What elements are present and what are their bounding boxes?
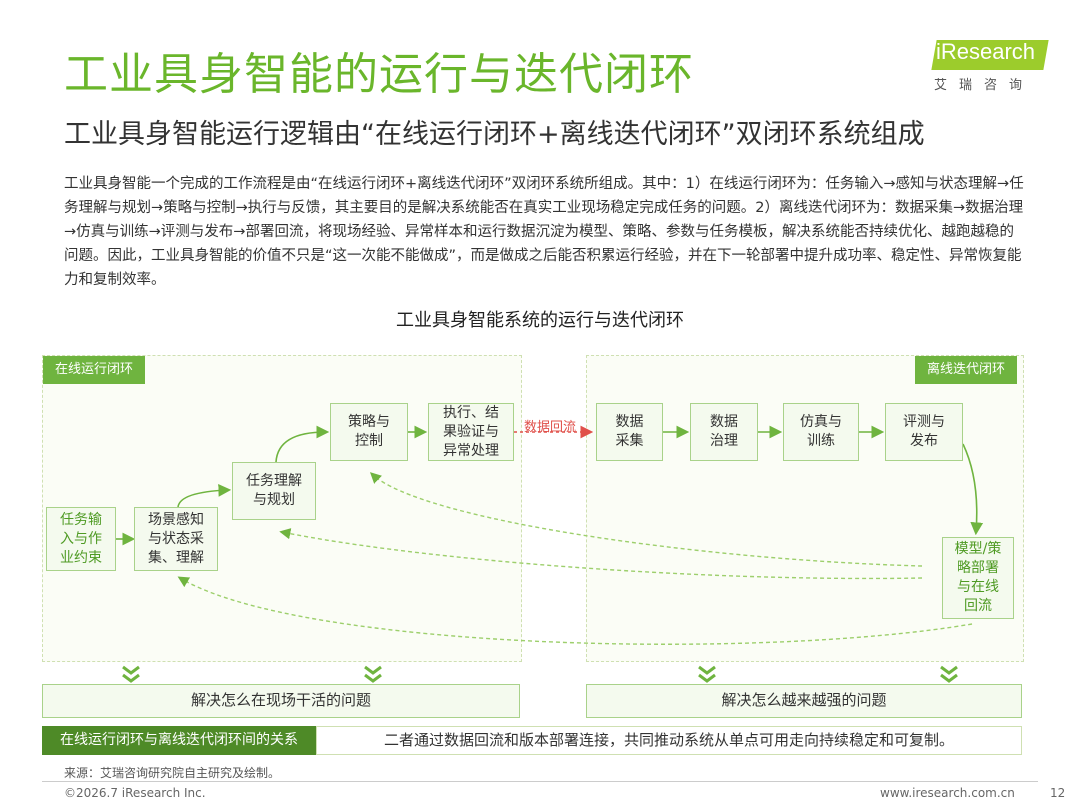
node-execution: 执行、结 果验证与 异常处理: [428, 403, 514, 461]
node-data-governance-label: 数据 治理: [710, 414, 738, 449]
chevron-down-icon: [940, 665, 958, 683]
arrow-perception-to-planning: [177, 484, 232, 508]
node-planning: 任务理解 与规划: [232, 462, 316, 520]
data-backflow-label: 数据回流: [524, 420, 577, 435]
node-data-collection: 数据 采集: [596, 403, 663, 461]
node-deploy-label: 模型/策 略部署 与在线 回流: [954, 541, 1002, 614]
node-simulation-label: 仿真与 训练: [800, 414, 842, 449]
node-evaluation: 评测与 发布: [885, 403, 963, 461]
offline-result: 解决怎么越来越强的问题: [586, 684, 1022, 718]
page-subtitle: 工业具身智能运行逻辑由“在线运行闭环+离线迭代闭环”双闭环系统组成: [64, 119, 925, 150]
page-title: 工业具身智能的运行与迭代闭环: [64, 49, 694, 100]
page-number: 12: [1050, 786, 1066, 800]
logo-brand: iResearch: [936, 39, 1036, 64]
iresearch-logo: iResearch 艾瑞咨询: [926, 36, 1049, 94]
node-evaluation-label: 评测与 发布: [903, 414, 945, 449]
node-data-governance: 数据 治理: [690, 403, 758, 461]
source-note: 来源：艾瑞咨询研究院自主研究及绘制。: [64, 766, 281, 780]
node-perception-label: 场景感知 与状态采 集、理解: [148, 511, 204, 566]
node-simulation: 仿真与 训练: [783, 403, 859, 461]
feedback-to-planning: [369, 472, 923, 567]
chevron-down-icon: [698, 665, 716, 683]
node-execution-label: 执行、结 果验证与 异常处理: [443, 404, 499, 459]
relation-text: 二者通过数据回流和版本部署连接，共同推动系统从单点可用走向持续稳定和可复制。: [316, 726, 1022, 755]
node-perception: 场景感知 与状态采 集、理解: [134, 507, 218, 571]
offline-loop-tag: 离线迭代闭环: [915, 356, 1018, 384]
node-control: 策略与 控制: [330, 403, 408, 461]
node-task-input-label: 任务输 入与作 业约束: [60, 511, 102, 566]
copyright: ©2026.7 iResearch Inc.: [64, 786, 206, 800]
feedback-to-input: [177, 576, 973, 645]
logo-cn: 艾瑞咨询: [934, 78, 1035, 93]
chevron-down-icon: [364, 665, 382, 683]
footer-divider: [42, 781, 1038, 782]
node-deploy: 模型/策 略部署 与在线 回流: [942, 537, 1014, 619]
node-control-label: 策略与 控制: [348, 414, 390, 449]
feedback-to-perception: [279, 528, 923, 580]
node-task-input: 任务输 入与作 业约束: [46, 507, 116, 571]
diagram-title: 工业具身智能系统的运行与迭代闭环: [396, 310, 684, 331]
website-link[interactable]: www.iresearch.com.cn: [880, 786, 1015, 800]
arrow-planning-to-control: [275, 425, 330, 463]
node-planning-label: 任务理解 与规划: [246, 473, 302, 508]
online-result: 解决怎么在现场干活的问题: [42, 684, 520, 718]
arrow-evaluation-to-deploy: [962, 443, 984, 536]
intro-paragraph: 工业具身智能一个完成的工作流程是由“在线运行闭环+离线迭代闭环”双闭环系统所组成…: [64, 176, 1024, 288]
node-data-collection-label: 数据 采集: [615, 414, 644, 449]
online-loop-tag: 在线运行闭环: [43, 356, 146, 384]
relation-label: 在线运行闭环与离线迭代闭环间的关系: [42, 726, 316, 755]
chevron-down-icon: [122, 665, 140, 683]
